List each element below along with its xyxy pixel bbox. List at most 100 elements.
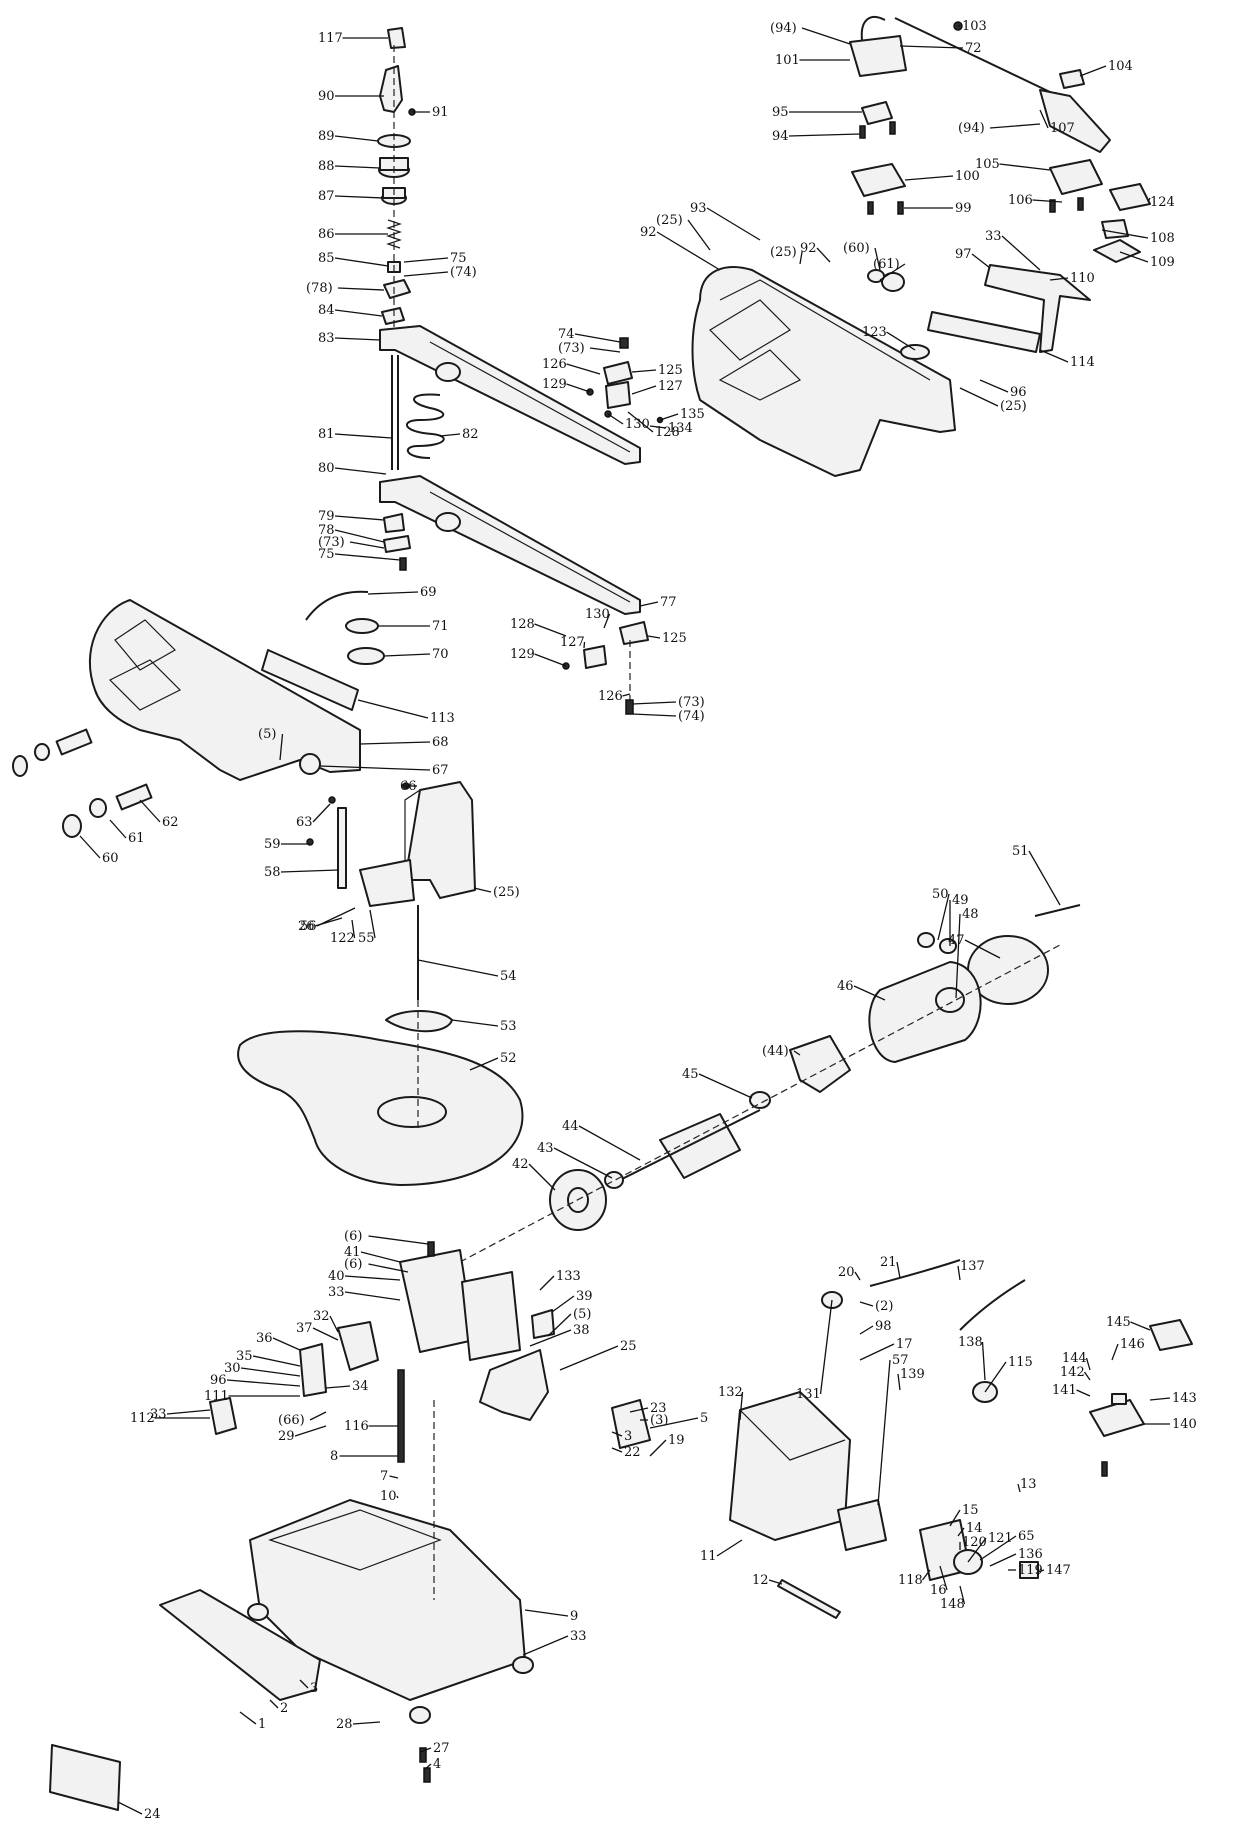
callout-leader [698, 1073, 753, 1099]
part-60-bearing [881, 272, 905, 292]
callout-leader [547, 1313, 572, 1337]
callout-label: 57 [892, 1353, 909, 1368]
part-58-rod [337, 807, 347, 889]
callout-label: 45 [682, 1067, 699, 1082]
part-78-bracket [383, 279, 411, 299]
callout-label: 126 [598, 689, 623, 704]
callout-leader [788, 133, 861, 137]
callout-leader [312, 1327, 339, 1341]
callout-label: 60 [102, 851, 119, 866]
callout-leader [451, 1019, 499, 1027]
callout-leader [801, 27, 851, 45]
part-9-foot [512, 1656, 534, 1674]
callout-label: 44 [562, 1119, 579, 1134]
callout-leader [368, 1263, 409, 1273]
upper-arm-ridge [429, 341, 631, 453]
callout-leader [659, 413, 679, 421]
callout-leader [632, 713, 677, 717]
callout-leader [981, 1341, 986, 1381]
part-54-throat-plate [385, 1010, 453, 1033]
callout-leader [768, 1579, 783, 1585]
part-11-screw-bar [777, 1579, 841, 1619]
callout-label: 54 [500, 969, 517, 984]
callout-leader [937, 893, 950, 941]
callout-label: 148 [940, 1597, 965, 1612]
callout-label: 75 [318, 547, 335, 562]
part-44-bearing [749, 1091, 771, 1109]
callout-leader [524, 1609, 569, 1617]
callout-leader [603, 613, 611, 629]
callout-leader [627, 411, 654, 433]
callout-label: 3 [310, 1681, 318, 1696]
callout-leader [294, 1425, 327, 1437]
callout-label: 104 [1108, 59, 1133, 74]
callout-leader [389, 1475, 399, 1479]
callout-label: 115 [1008, 1355, 1033, 1370]
part-99-screw-b [897, 201, 904, 215]
callout-label: 46 [837, 979, 854, 994]
callout-leader [1149, 1397, 1171, 1401]
left-housing-rib-b [108, 659, 182, 711]
callout-leader [1037, 1569, 1045, 1573]
callout-label: 143 [1172, 1391, 1197, 1406]
callout-label: 92 [640, 225, 657, 240]
callout-label: 72 [965, 41, 982, 56]
part-125-lower-clamp [619, 621, 649, 645]
part-109-tab [1093, 239, 1141, 263]
callout-label: 125 [662, 631, 687, 646]
callout-leader [979, 379, 1009, 393]
callout-label: 15 [962, 1503, 979, 1518]
callout-leader [967, 1537, 987, 1563]
callout-label: 91 [432, 105, 449, 120]
part-52-bolt [1034, 904, 1081, 917]
callout-label: 129 [510, 647, 535, 662]
callout-leader [853, 985, 886, 1001]
callout-label: 36 [256, 1331, 273, 1346]
callout-label: (5) [258, 727, 276, 742]
callout-label: 13 [1020, 1477, 1037, 1492]
callout-label: 114 [1070, 355, 1095, 370]
part-4-fence [159, 1589, 321, 1701]
callout-label: (94) [770, 21, 797, 36]
callout-leader [352, 1721, 381, 1725]
part-117-cap [387, 27, 406, 49]
callout-leader [522, 1635, 569, 1656]
callout-label: 141 [1052, 1383, 1077, 1398]
callout-label: 98 [875, 1319, 892, 1334]
right-housing-ridge [719, 279, 931, 381]
callout-label: 145 [1106, 1315, 1131, 1330]
callout-leader [299, 1679, 309, 1689]
blade-clamp-lower [562, 621, 649, 715]
callout-leader [357, 699, 429, 719]
lower-arm [379, 475, 641, 615]
callout-leader [819, 1299, 833, 1395]
part-113-strip [261, 649, 359, 711]
callout-label: 93 [690, 201, 707, 216]
callout-leader [79, 835, 101, 859]
callout-label: 134 [668, 421, 693, 436]
callout-leader [280, 869, 339, 873]
part-72-gooseneck [860, 15, 886, 41]
part-75-screw [399, 557, 407, 571]
callout-leader [629, 1407, 649, 1413]
part-1-handle [49, 1744, 121, 1811]
callout-label: 122 [330, 931, 355, 946]
part-20-cord [869, 1259, 961, 1287]
callout-leader [631, 369, 657, 373]
part-127-lower-body [583, 645, 607, 669]
callout-leader [539, 1275, 555, 1291]
callout-label: 74 [558, 327, 575, 342]
callout-leader [417, 959, 499, 977]
part-34-plate [209, 1397, 237, 1435]
callout-label: 94 [772, 129, 789, 144]
callout-label: 50 [932, 887, 949, 902]
blade-clamp-upper [586, 337, 664, 424]
callout-leader [359, 741, 431, 745]
part-101-lamp-housing [849, 35, 907, 77]
part-32-bracket [479, 1349, 549, 1421]
part-106-screw-b [1077, 197, 1084, 211]
callout-label: 88 [318, 159, 335, 174]
callout-label: 30 [224, 1361, 241, 1376]
part-61-nut-upper [34, 743, 50, 761]
